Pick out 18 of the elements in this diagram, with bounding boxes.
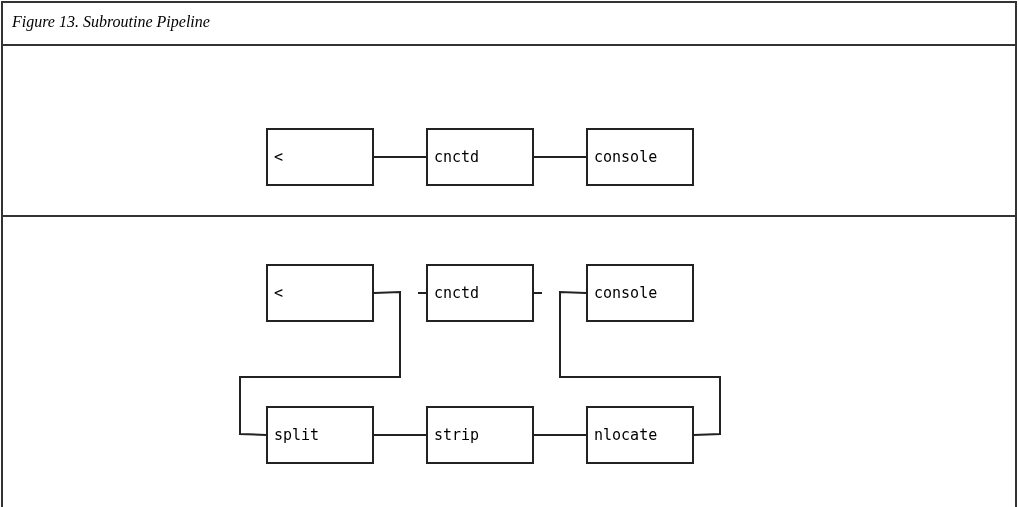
stage-box: cnctd <box>426 264 534 322</box>
stage-box: strip <box>426 406 534 464</box>
connector-line <box>533 434 587 436</box>
connector-line <box>373 434 427 436</box>
figure-title: Figure 13. Subroutine Pipeline <box>12 12 210 32</box>
connector-line <box>533 156 587 158</box>
stage-box: split <box>266 406 374 464</box>
connector-stub <box>417 292 427 294</box>
connector-stub <box>533 292 543 294</box>
stage-box: console <box>586 264 694 322</box>
connector-line <box>559 290 721 436</box>
stage-box: cnctd <box>426 128 534 186</box>
stage-box: < <box>266 264 374 322</box>
stage-box: < <box>266 128 374 186</box>
connector-line <box>373 156 427 158</box>
stage-box: console <box>586 128 694 186</box>
connector-line <box>239 290 401 436</box>
stage-box: nlocate <box>586 406 694 464</box>
